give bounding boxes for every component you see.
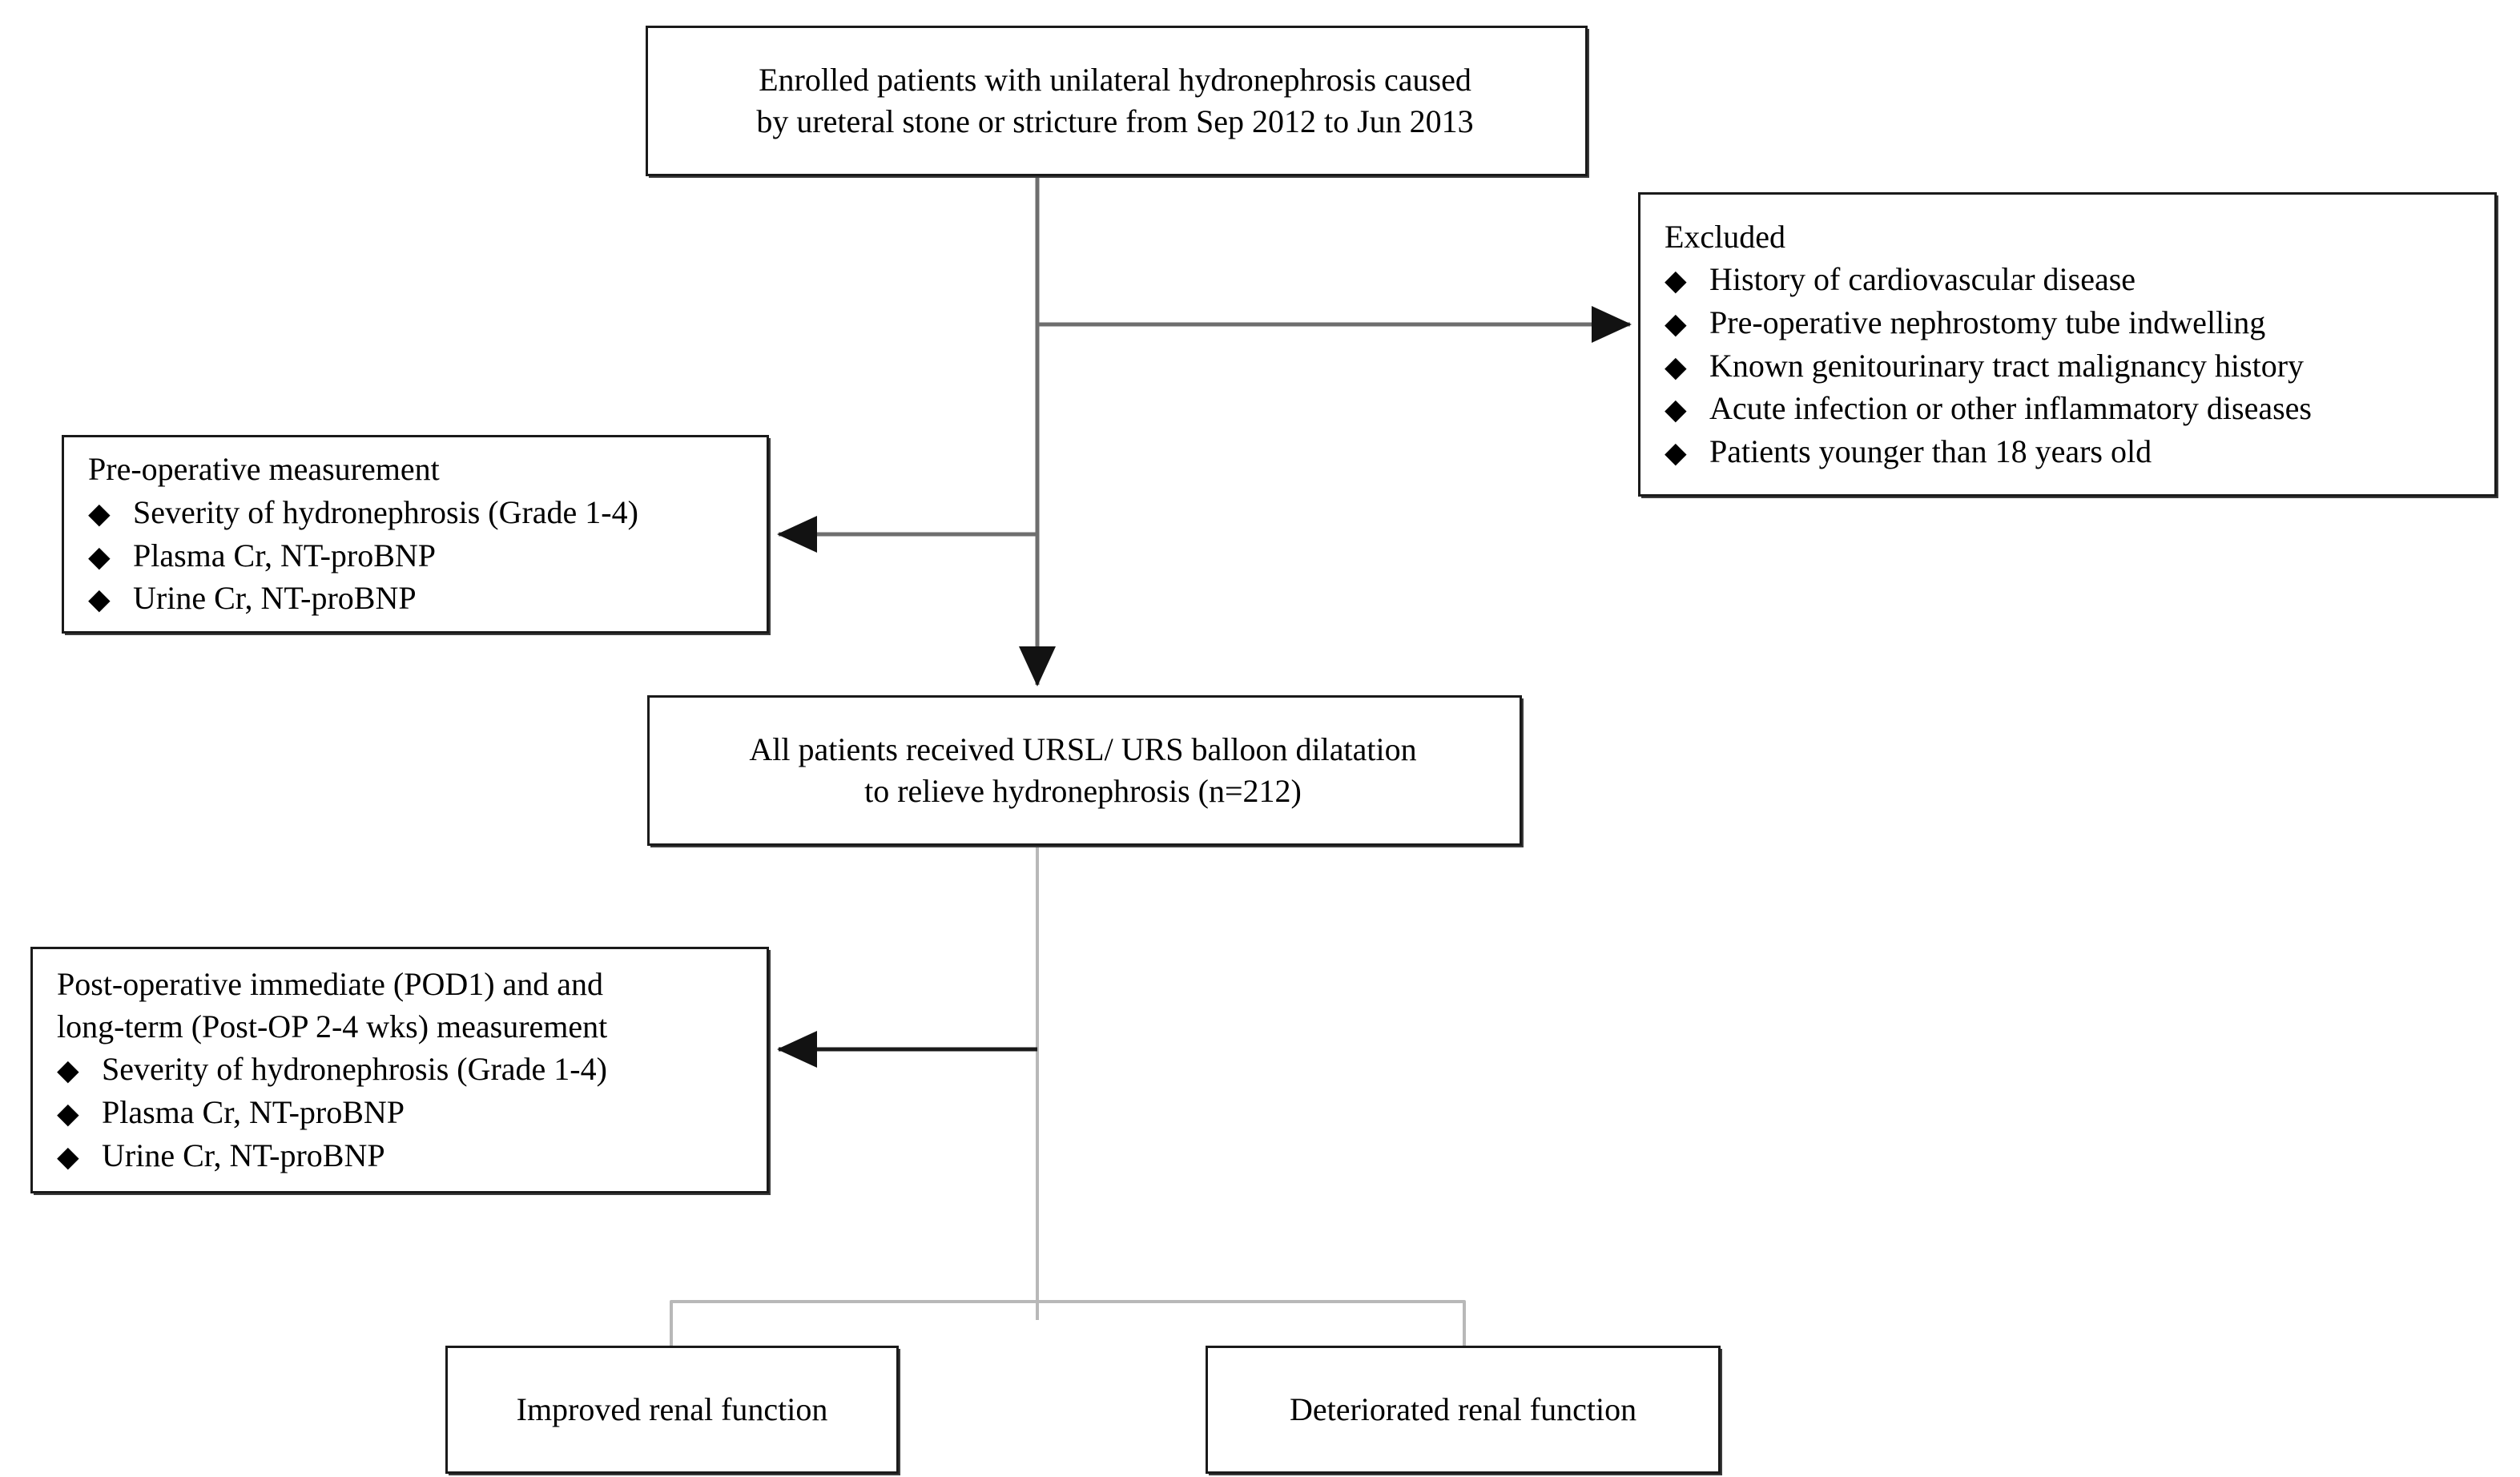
- list-item: ◆ History of cardiovascular disease: [1652, 258, 2480, 301]
- list-item: ◆ Acute infection or other inflammatory …: [1652, 387, 2480, 430]
- diamond-bullet-icon: ◆: [1665, 264, 1687, 297]
- diamond-bullet-icon: ◆: [1665, 350, 1687, 383]
- list-item: ◆ Plasma Cr, NT-proBNP: [44, 1091, 752, 1134]
- postop-measurement-text: Severity of hydronephrosis (Grade 1-4): [102, 1051, 607, 1088]
- preop-measurement-text: Severity of hydronephrosis (Grade 1-4): [133, 494, 638, 530]
- diamond-bullet-icon: ◆: [88, 497, 111, 529]
- list-item: ◆ Patients younger than 18 years old: [1652, 430, 2480, 473]
- list-item: ◆ Severity of hydronephrosis (Grade 1-4): [44, 1048, 752, 1091]
- postop-measurement-list: ◆ Severity of hydronephrosis (Grade 1-4)…: [44, 1048, 752, 1177]
- postop-heading: Post-operative immediate (POD1) and and …: [57, 965, 608, 1044]
- diamond-bullet-icon: ◆: [57, 1097, 79, 1129]
- diamond-bullet-icon: ◆: [57, 1140, 79, 1173]
- list-item: ◆ Plasma Cr, NT-proBNP: [75, 534, 752, 578]
- connector-outcome-split: [670, 1300, 1466, 1346]
- treatment-box[interactable]: All patients received URSL/ URS balloon …: [647, 695, 1522, 846]
- enrolled-patients-text: Enrolled patients with unilateral hydron…: [756, 62, 1474, 139]
- diamond-bullet-icon: ◆: [88, 583, 111, 616]
- postop-measurement-text: Plasma Cr, NT-proBNP: [102, 1094, 405, 1130]
- preop-measurement-text: Plasma Cr, NT-proBNP: [133, 537, 437, 573]
- deteriorated-outcome-text: Deteriorated renal function: [1289, 1391, 1637, 1427]
- diamond-bullet-icon: ◆: [1665, 308, 1687, 340]
- treatment-text: All patients received URSL/ URS balloon …: [749, 731, 1417, 809]
- post-operative-measurement-box[interactable]: Post-operative immediate (POD1) and and …: [30, 947, 769, 1193]
- improved-outcome-text: Improved renal function: [516, 1391, 828, 1427]
- excluded-criterion-text: Pre-operative nephrostomy tube indwellin…: [1709, 304, 2266, 340]
- excluded-criterion-text: Patients younger than 18 years old: [1709, 433, 2152, 469]
- excluded-criterion-text: History of cardiovascular disease: [1709, 261, 2136, 298]
- diamond-bullet-icon: ◆: [88, 540, 111, 573]
- postop-measurement-text: Urine Cr, NT-proBNP: [102, 1137, 385, 1173]
- diamond-bullet-icon: ◆: [57, 1054, 79, 1087]
- enrolled-patients-box[interactable]: Enrolled patients with unilateral hydron…: [646, 26, 1588, 176]
- preop-measurement-text: Urine Cr, NT-proBNP: [133, 580, 417, 617]
- preop-measurement-list: ◆ Severity of hydronephrosis (Grade 1-4)…: [75, 491, 752, 620]
- improved-outcome-box[interactable]: Improved renal function: [445, 1346, 899, 1474]
- excluded-heading: Excluded: [1665, 218, 1786, 255]
- excluded-criterion-text: Acute infection or other inflammatory di…: [1709, 390, 2312, 427]
- excluded-criteria-list: ◆ History of cardiovascular disease ◆ Pr…: [1652, 258, 2480, 473]
- list-item: ◆ Urine Cr, NT-proBNP: [44, 1134, 752, 1177]
- preop-heading: Pre-operative measurement: [88, 451, 440, 488]
- deteriorated-outcome-box[interactable]: Deteriorated renal function: [1206, 1346, 1721, 1474]
- list-item: ◆ Urine Cr, NT-proBNP: [75, 577, 752, 620]
- excluded-box[interactable]: Excluded ◆ History of cardiovascular dis…: [1638, 192, 2497, 497]
- excluded-criterion-text: Known genitourinary tract malignancy his…: [1709, 347, 2305, 384]
- list-item: ◆ Known genitourinary tract malignancy h…: [1652, 344, 2480, 388]
- list-item: ◆ Severity of hydronephrosis (Grade 1-4): [75, 491, 752, 534]
- pre-operative-measurement-box[interactable]: Pre-operative measurement ◆ Severity of …: [62, 435, 769, 634]
- diamond-bullet-icon: ◆: [1665, 393, 1687, 426]
- list-item: ◆ Pre-operative nephrostomy tube indwell…: [1652, 301, 2480, 344]
- diamond-bullet-icon: ◆: [1665, 436, 1687, 469]
